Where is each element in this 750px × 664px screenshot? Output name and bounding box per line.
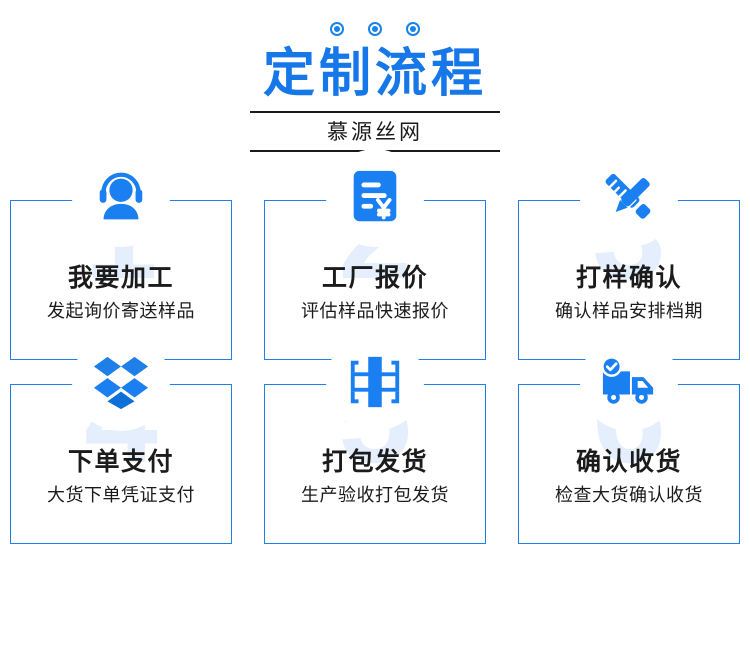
decorative-dots-row (0, 22, 750, 36)
step-labels: 工厂报价 评估样品快速报价 (301, 263, 449, 324)
step-title: 确认收货 (575, 448, 682, 477)
open-box-diamond-icon (72, 333, 170, 432)
step-title: 打样确认 (575, 264, 682, 293)
process-step-card[interactable]: 6 确认收货 检查大货确认收货 (518, 333, 740, 545)
quotation-invoice-yuan-icon (326, 149, 424, 248)
concentric-circle-dot-icon (330, 22, 344, 36)
step-labels: 下单支付 大货下单凭证支付 (47, 447, 195, 508)
step-labels: 确认收货 检查大货确认收货 (555, 447, 703, 508)
process-step-card[interactable]: 5 打包发货 生产验收打包发货 (264, 333, 486, 545)
concentric-circle-dot-icon (368, 22, 382, 36)
step-title: 打包发货 (321, 448, 428, 477)
page-header: 定制流程 慕源丝网 (0, 0, 750, 153)
step-description: 大货下单凭证支付 (47, 485, 195, 506)
step-labels: 我要加工 发起询价寄送样品 (47, 263, 195, 324)
delivery-truck-check-icon (580, 333, 678, 432)
page-title: 定制流程 (262, 45, 487, 103)
page-subtitle: 慕源丝网 (327, 121, 423, 145)
process-step-card[interactable]: 4 下单支付 大货下单凭证支付 (10, 333, 232, 545)
step-labels: 打样确认 确认样品安排档期 (555, 263, 703, 324)
step-description: 检查大货确认收货 (555, 485, 703, 506)
process-step-grid: 1 我要加工 发起询价寄送样品 2 工厂报价 评估样品快速报价 3 (0, 149, 750, 545)
packed-box-strapping-icon (326, 333, 424, 432)
step-title: 下单支付 (67, 448, 174, 477)
step-description: 发起询价寄送样品 (47, 301, 195, 322)
step-title: 工厂报价 (321, 264, 428, 293)
step-labels: 打包发货 生产验收打包发货 (301, 447, 449, 508)
step-description: 生产验收打包发货 (301, 485, 449, 506)
ruler-pencil-drafting-icon (580, 149, 678, 248)
step-description: 确认样品安排档期 (555, 301, 703, 322)
subtitle-rule-wrap: 慕源丝网 (250, 111, 500, 153)
step-description: 评估样品快速报价 (301, 301, 449, 322)
step-title: 我要加工 (67, 264, 174, 293)
headset-support-agent-icon (72, 149, 170, 248)
concentric-circle-dot-icon (406, 22, 420, 36)
